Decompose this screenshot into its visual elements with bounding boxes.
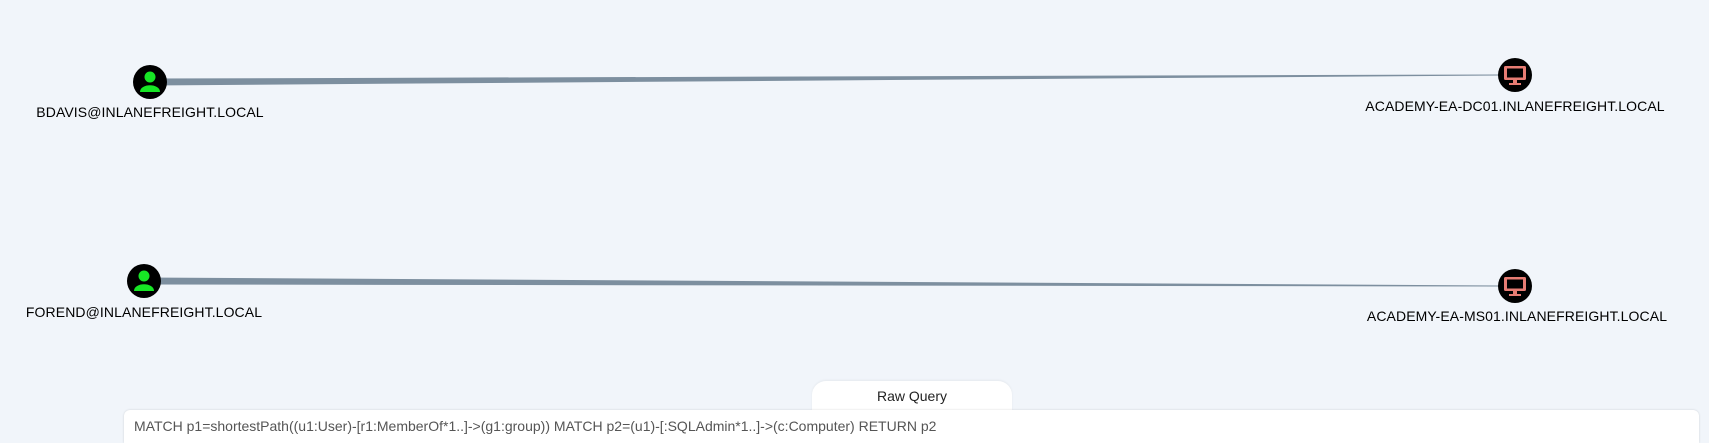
computer-icon bbox=[1504, 66, 1526, 85]
graph-edge[interactable] bbox=[144, 277, 1500, 287]
node-label-forend: FOREND@INLANEFREIGHT.LOCAL bbox=[25, 304, 263, 320]
user-icon bbox=[134, 270, 154, 291]
computer-node[interactable] bbox=[1498, 58, 1532, 92]
raw-query-tab[interactable]: Raw Query bbox=[812, 381, 1012, 411]
raw-query-input[interactable] bbox=[134, 410, 1684, 443]
computer-node[interactable] bbox=[1498, 269, 1532, 303]
user-icon bbox=[140, 71, 160, 92]
raw-query-bar bbox=[124, 410, 1699, 443]
graph-edge[interactable] bbox=[150, 74, 1500, 86]
user-node[interactable] bbox=[133, 65, 167, 99]
computer-icon bbox=[1504, 277, 1526, 296]
node-label-ms01: ACADEMY-EA-MS01.INLANEFREIGHT.LOCAL bbox=[1366, 308, 1668, 324]
node-label-bdavis: BDAVIS@INLANEFREIGHT.LOCAL bbox=[36, 104, 264, 120]
node-label-dc01: ACADEMY-EA-DC01.INLANEFREIGHT.LOCAL bbox=[1365, 98, 1665, 114]
user-node[interactable] bbox=[127, 264, 161, 298]
